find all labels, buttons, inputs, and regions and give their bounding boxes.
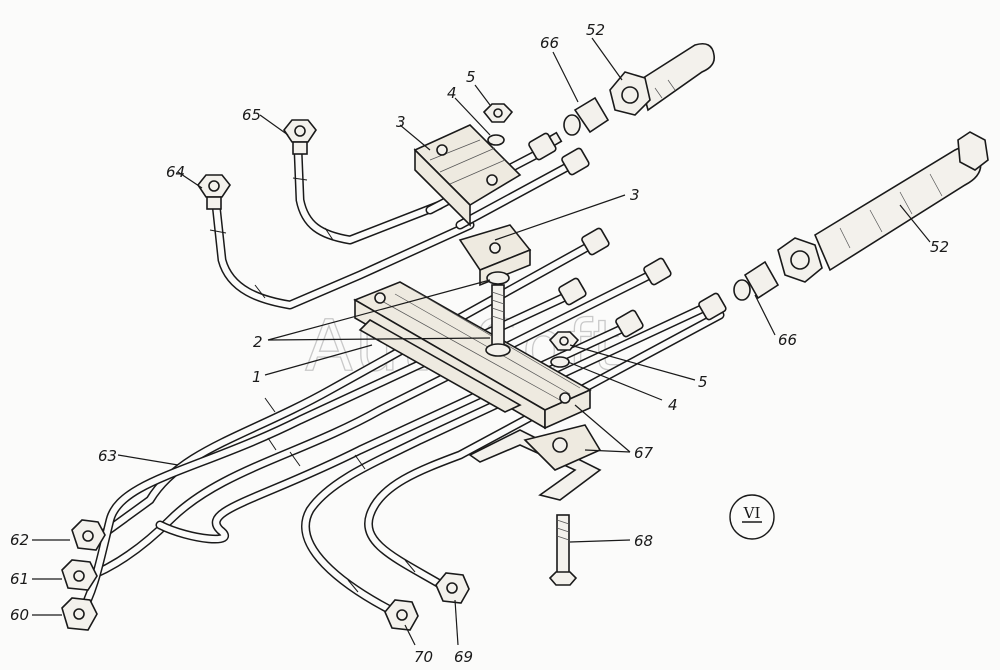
main-clamp: [353, 281, 592, 430]
callout-68: 68: [634, 532, 653, 550]
callout-4-top: 4: [447, 84, 457, 102]
hose-assembly-right: [733, 131, 989, 301]
hose-assembly-top: [563, 42, 716, 136]
callout-3-middle: 3: [630, 186, 640, 204]
callout-60: 60: [10, 606, 29, 624]
bolt-2: [485, 271, 511, 357]
tube-bundle: [75, 235, 725, 620]
callout-1: 1: [252, 368, 262, 386]
callouts: 52 66 5 4 65 3 64 3 52 2 66 1 5 4 63 67 …: [10, 21, 949, 666]
bolt-68: [548, 514, 578, 586]
callout-64: 64: [166, 163, 185, 181]
callout-52-top: 52: [586, 21, 605, 39]
fitting-65: [283, 119, 317, 155]
union-nuts: [528, 131, 727, 338]
end-nuts-left: [61, 519, 106, 631]
callout-61: 61: [10, 570, 29, 588]
view-mark-label: VI: [743, 504, 761, 522]
callout-69: 69: [454, 648, 473, 666]
callout-3-top: 3: [396, 113, 406, 131]
nut-washer-upper: [482, 103, 514, 146]
callout-67: 67: [634, 444, 654, 462]
callout-5-top: 5: [466, 68, 476, 86]
leader-lines: [32, 37, 931, 646]
upper-clamp: [413, 124, 522, 227]
callout-5-lower: 5: [698, 373, 708, 391]
callout-66-right: 66: [778, 331, 797, 349]
callout-66-top: 66: [540, 34, 559, 52]
callout-70: 70: [414, 648, 433, 666]
callout-63: 63: [98, 447, 117, 465]
callout-52-right: 52: [930, 238, 949, 256]
end-nuts-bottom: [384, 572, 470, 631]
callout-4-lower: 4: [668, 396, 678, 414]
callout-65: 65: [242, 106, 261, 124]
callout-2: 2: [253, 333, 263, 351]
view-mark: VI: [729, 494, 775, 540]
lower-bracket: [468, 424, 602, 501]
callout-62: 62: [10, 531, 29, 549]
fitting-64: [197, 174, 231, 210]
